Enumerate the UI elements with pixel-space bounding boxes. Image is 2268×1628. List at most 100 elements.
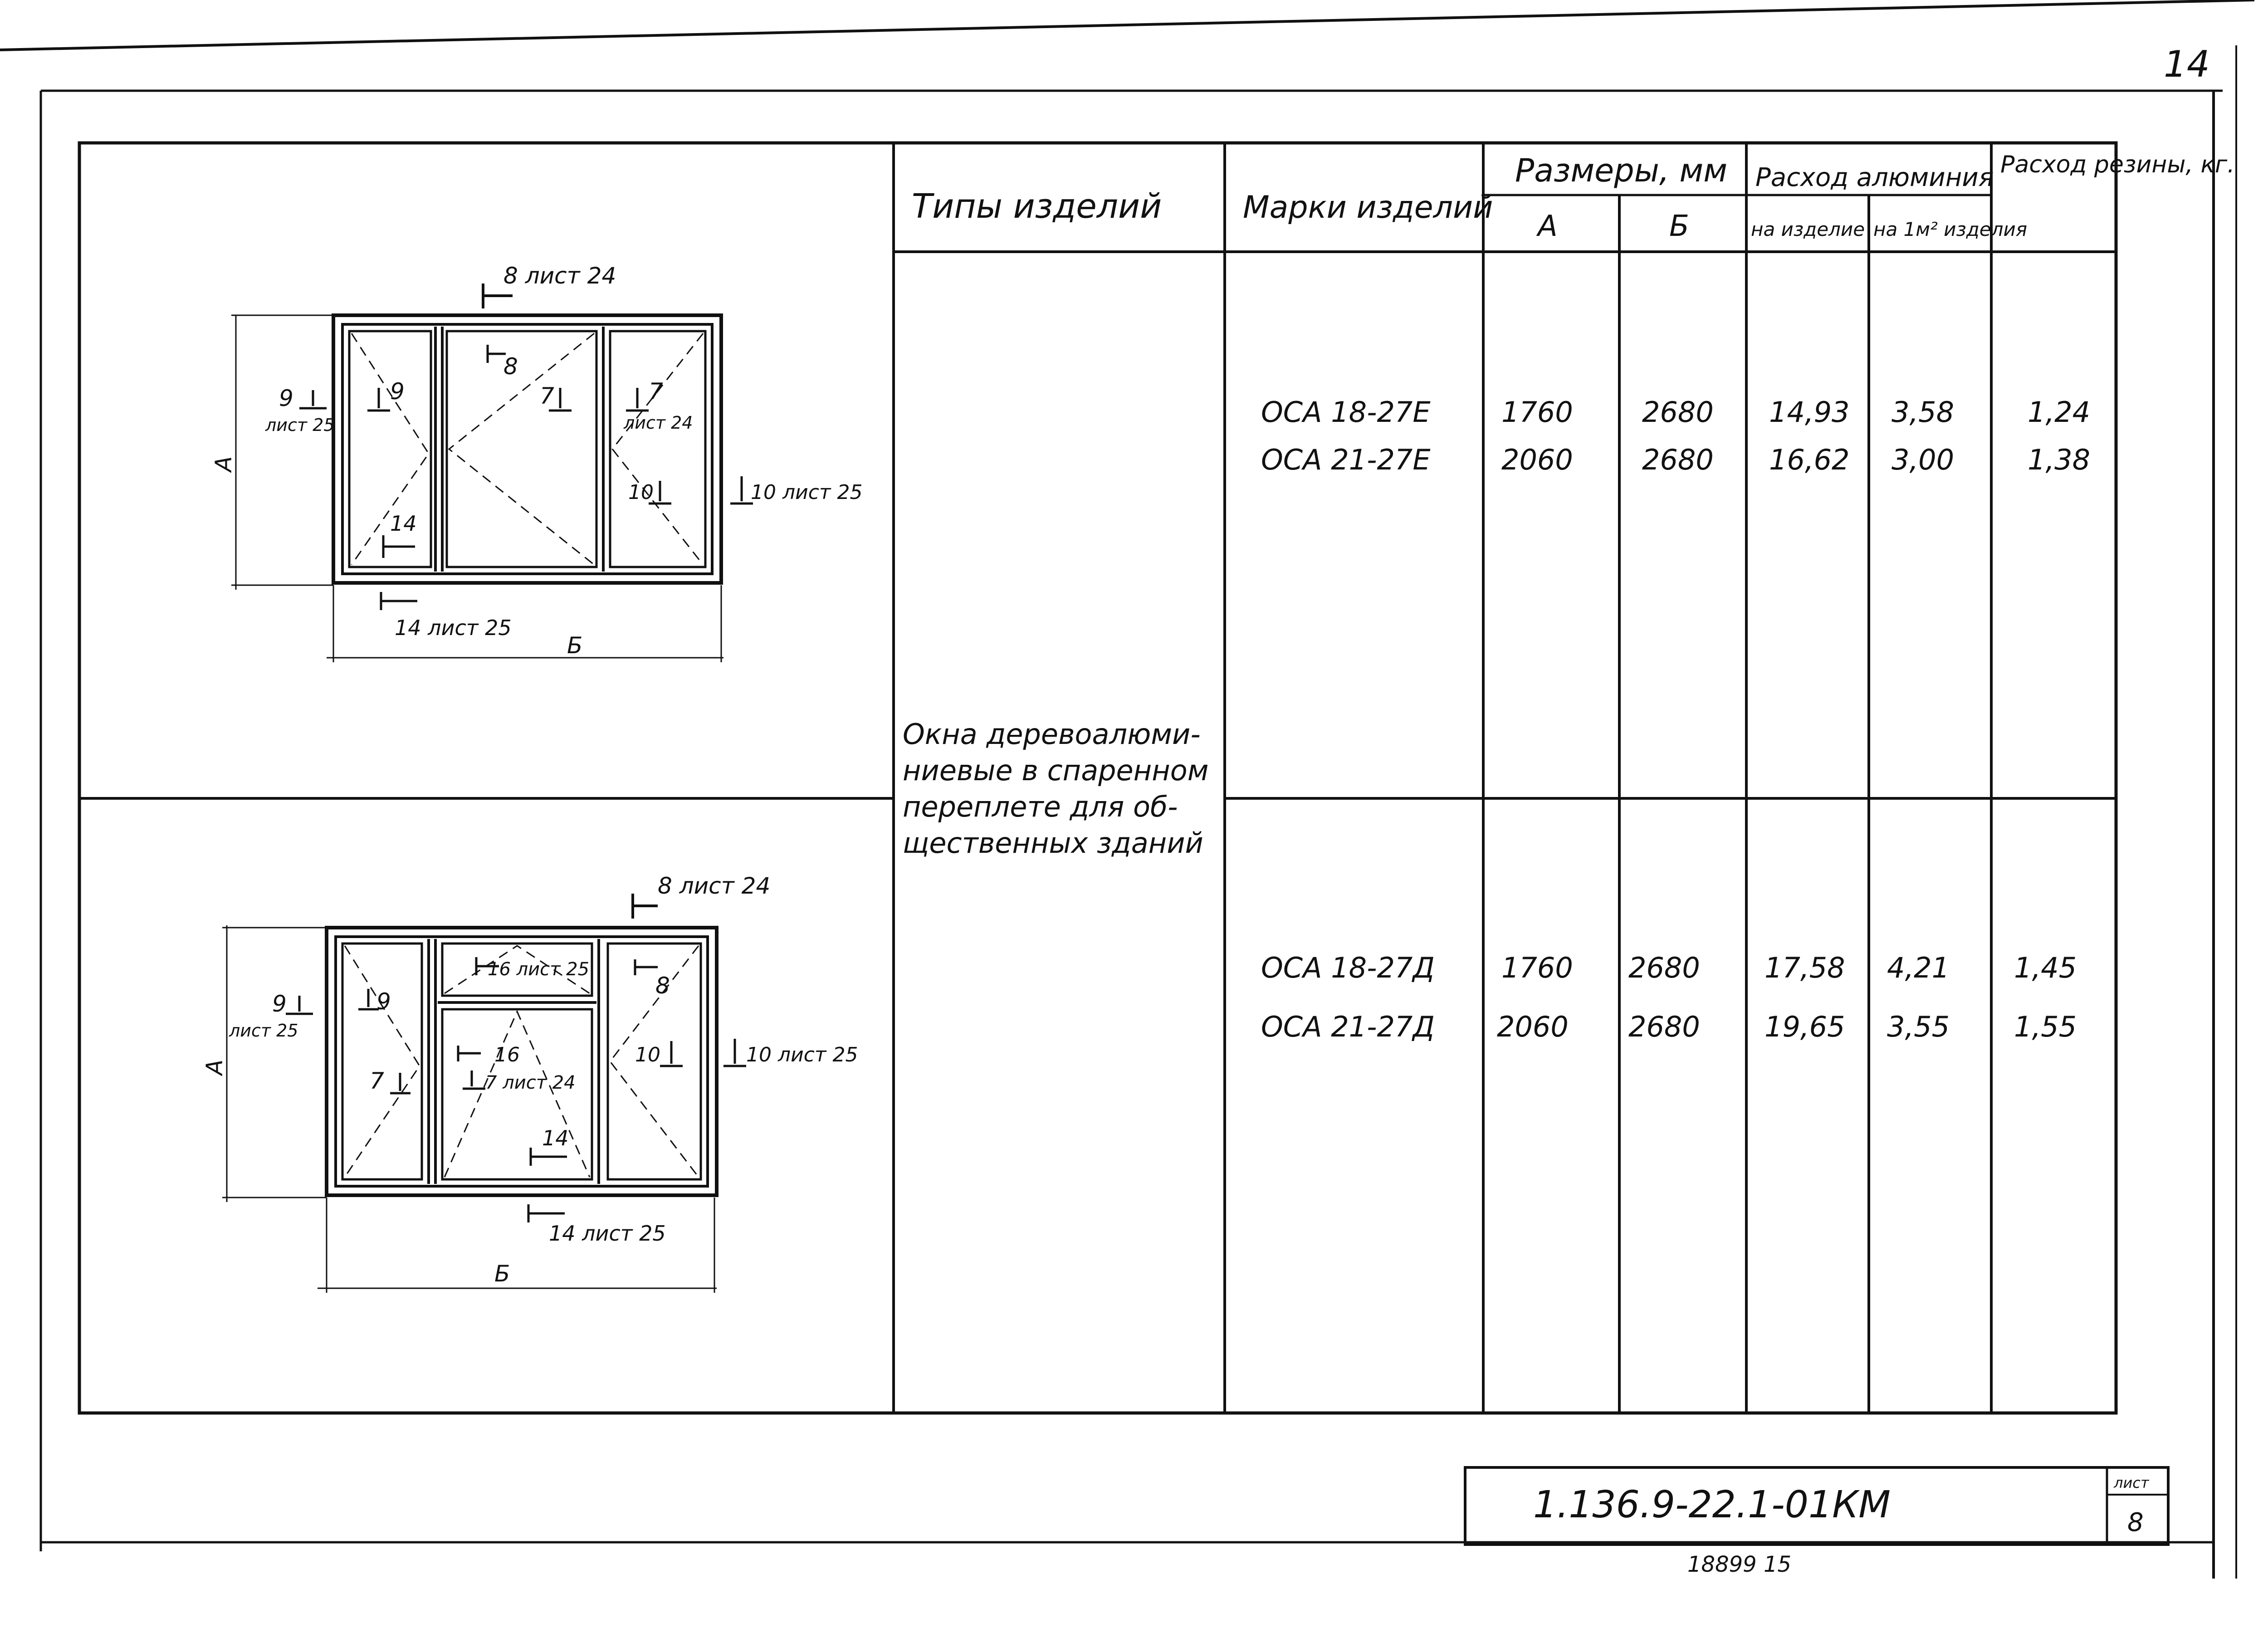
- section-marker-9-left: [299, 390, 327, 410]
- cell-al-item: 17,58: [1765, 951, 1845, 984]
- section-marker-7-right: [626, 388, 649, 412]
- sash-right: [609, 330, 707, 568]
- cell-al-item: 14,93: [1769, 396, 1850, 429]
- cell-rubber: 1,45: [2014, 951, 2077, 984]
- label-sheet25-left: лист 25: [229, 1021, 298, 1041]
- table-row: ОСА 18-27Е 1760 2680 14,93 3,58 1,24: [1261, 396, 2090, 429]
- cell-al-m2: 3,55: [1887, 1010, 1950, 1043]
- label-8: 8: [503, 353, 518, 380]
- section-marker-8: [486, 345, 506, 363]
- cell-mark: ОСА 18-27Е: [1261, 396, 1431, 429]
- section-marker-7: [549, 388, 572, 412]
- page-number: 14: [2164, 43, 2210, 85]
- drawing-code: 1.136.9-22.1-01КМ: [1533, 1483, 1891, 1526]
- cell-al-item: 16,62: [1769, 443, 1850, 476]
- label-9: 9: [390, 378, 405, 405]
- section-marker-7-center: [463, 1071, 485, 1090]
- sash-top-transom: [441, 942, 593, 997]
- section-marker-10: [649, 481, 671, 505]
- header-al-per-m2: на 1м² изделия: [1873, 218, 2027, 240]
- label-9-left: 9: [272, 991, 287, 1017]
- window-frame-outer: [332, 313, 723, 585]
- section-marker-14-bottom: [527, 1204, 565, 1222]
- label-sheet25-left: лист 25: [265, 415, 334, 435]
- section-marker-9: [367, 388, 390, 412]
- header-mark: Марки изделий: [1243, 190, 1493, 225]
- label-10: 10: [628, 481, 654, 504]
- sash-center: [445, 330, 598, 568]
- label-dim-b: Б: [494, 1261, 510, 1287]
- cell-rubber: 1,55: [2014, 1010, 2077, 1043]
- type-line-4: щественных зданий: [903, 826, 1203, 860]
- type-line-3: переплете для об-: [903, 790, 1178, 823]
- label-14-sheet25: 14 лист 25: [395, 616, 512, 640]
- cell-mark: ОСА 21-27Д: [1261, 1010, 1435, 1043]
- cell-rubber: 1,24: [2028, 396, 2090, 429]
- header-type: Типы изделий: [912, 187, 1162, 226]
- cell-al-item: 19,65: [1765, 1010, 1845, 1043]
- label-10-sheet25: 10 лист 25: [751, 481, 863, 504]
- label-7: 7: [540, 383, 554, 409]
- header-dim-a: А: [1536, 210, 1558, 243]
- title-block: [1464, 1466, 2170, 1546]
- opening-line-right: [611, 333, 704, 565]
- header-dims: Размеры, мм: [1515, 152, 1727, 189]
- label-14: 14: [390, 511, 417, 536]
- cell-mark: ОСА 18-27Д: [1261, 951, 1435, 984]
- sheet-number: 8: [2127, 1508, 2144, 1537]
- section-marker-16-top: [475, 957, 499, 975]
- sheet-label: лист: [2113, 1474, 2150, 1491]
- label-14-sheet25: 14 лист 25: [549, 1221, 666, 1246]
- cell-a: 2060: [1497, 1010, 1569, 1043]
- sash-left: [341, 942, 423, 1181]
- section-marker-8: [634, 959, 658, 975]
- section-marker-8-top: [631, 894, 658, 919]
- label-9-left: 9: [279, 385, 293, 411]
- label-dim-b: Б: [567, 632, 582, 659]
- section-marker-10-right: [723, 1039, 746, 1067]
- section-marker-10: [660, 1041, 683, 1067]
- window-frame-inner: [334, 935, 709, 1188]
- cell-b: 2680: [1642, 443, 1714, 476]
- section-marker-14: [382, 535, 415, 558]
- table-row: ОСА 21-27Е 2060 2680 16,62 3,00 1,38: [1261, 443, 2090, 476]
- cell-rubber: 1,38: [2028, 443, 2090, 476]
- sash-right: [606, 942, 702, 1181]
- label-10-sheet25: 10 лист 25: [746, 1043, 858, 1066]
- cell-a: 2060: [1501, 443, 1573, 476]
- label-14: 14: [542, 1126, 569, 1150]
- cell-mark: ОСА 21-27Е: [1261, 443, 1431, 476]
- section-marker-16: [457, 1046, 481, 1061]
- cell-b: 2680: [1628, 1010, 1700, 1043]
- label-8-sheet24: 8 лист 24: [503, 263, 616, 289]
- label-7-right: 7: [649, 378, 663, 405]
- table-row: ОСА 18-27Д 1760 2680 17,58 4,21 1,45: [1261, 951, 2077, 984]
- opening-line-left: [351, 333, 430, 565]
- label-7-sheet24: 7 лист 24: [485, 1072, 576, 1093]
- table-row: ОСА 21-27Д 2060 2680 19,65 3,55 1,55: [1261, 1010, 2077, 1043]
- cell-a: 1760: [1501, 396, 1573, 429]
- header-al-per-item: на изделие: [1751, 218, 1865, 240]
- label-dim-a: А: [210, 456, 237, 473]
- window-frame-inner: [341, 323, 714, 575]
- window-frame-outer: [325, 926, 719, 1197]
- label-10: 10: [635, 1043, 660, 1066]
- window-drawing-2: 8 лист 24 8 9 лист 25 9 16 лист 25 16 7 …: [201, 873, 858, 1293]
- label-8: 8: [655, 973, 670, 999]
- top-border: [0, 0, 2255, 51]
- type-line-1: Окна деревоалюми-: [903, 718, 1201, 751]
- sash-center: [441, 1008, 593, 1181]
- label-16: 16: [494, 1043, 520, 1066]
- opening-line-center: [444, 1010, 591, 1178]
- cell-al-m2: 3,00: [1892, 443, 1954, 476]
- section-marker-8-top: [482, 284, 513, 308]
- opening-line-left: [344, 945, 420, 1178]
- section-marker-7: [390, 1073, 411, 1095]
- window-drawing-1: 8 лист 24 8 9 лист 25 9 7 7 лист 24 10 1…: [210, 263, 863, 662]
- label-7: 7: [370, 1068, 384, 1094]
- cell-a: 1760: [1501, 951, 1573, 984]
- header-dim-b: Б: [1669, 210, 1689, 243]
- label-sheet24-right: лист 24: [623, 413, 693, 433]
- opening-line-center: [448, 332, 595, 566]
